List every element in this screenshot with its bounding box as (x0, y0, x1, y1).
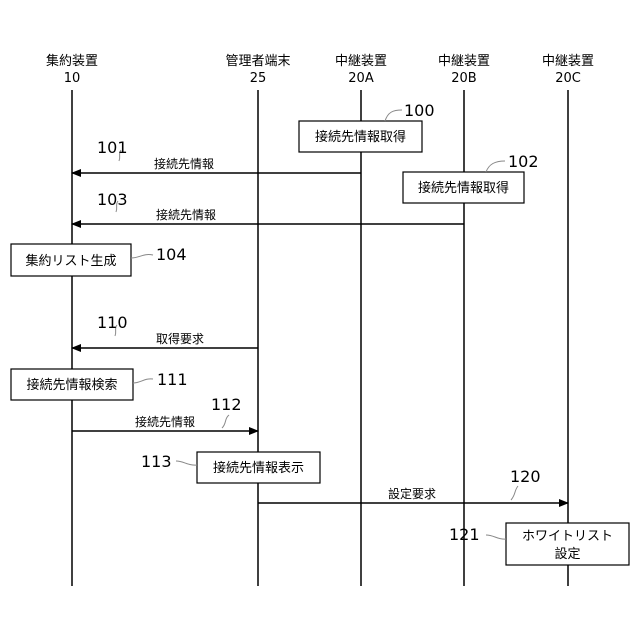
message-label-110: 取得要求 (156, 331, 204, 346)
participant-num-20b: 20B (451, 71, 476, 86)
step-text-100: 接続先情報取得 (315, 129, 406, 145)
participant-name-10: 集約装置 (46, 53, 98, 69)
message-label-101: 接続先情報 (154, 156, 214, 171)
ref-number-110: 110 (97, 313, 128, 332)
ref-leader-121 (486, 535, 506, 539)
ref-number-100: 100 (404, 101, 435, 120)
ref-leader-102 (486, 161, 505, 172)
participant-num-10: 10 (64, 71, 81, 86)
ref-number-112: 112 (211, 395, 242, 414)
ref-leader-113 (176, 461, 197, 465)
participant-name-20b: 中継装置 (438, 54, 490, 69)
ref-number-113: 113 (141, 452, 172, 471)
ref-number-103: 103 (97, 190, 128, 209)
message-label-112: 接続先情報 (135, 414, 195, 429)
participant-name-20c: 中継装置 (542, 54, 594, 69)
participant-num-20c: 20C (555, 71, 581, 86)
ref-leader-112 (222, 415, 229, 428)
participant-name-25: 管理者端末 (225, 54, 290, 69)
ref-number-101: 101 (97, 138, 128, 157)
message-label-120: 設定要求 (388, 486, 436, 501)
step-text-111: 接続先情報検索 (26, 377, 117, 393)
participant-num-25: 25 (250, 71, 267, 86)
step-text-102: 接続先情報取得 (418, 180, 509, 196)
step-text-121-line1: ホワイトリスト (522, 529, 613, 544)
participant-num-20a: 20A (348, 71, 374, 86)
step-text-104: 集約リスト生成 (25, 253, 116, 269)
step-text-113: 接続先情報表示 (213, 460, 304, 476)
ref-leader-120 (511, 486, 518, 500)
ref-leader-104 (131, 255, 153, 258)
step-text-121-line2: 設定 (554, 546, 580, 562)
ref-leader-111 (133, 379, 153, 383)
ref-number-102: 102 (508, 152, 539, 171)
ref-number-111: 111 (157, 370, 188, 389)
ref-number-104: 104 (156, 245, 187, 264)
ref-number-120: 120 (510, 467, 541, 486)
participant-name-20a: 中継装置 (335, 54, 387, 69)
ref-number-121: 121 (449, 525, 480, 544)
ref-leader-100 (385, 110, 402, 121)
message-label-103: 接続先情報 (156, 207, 216, 222)
